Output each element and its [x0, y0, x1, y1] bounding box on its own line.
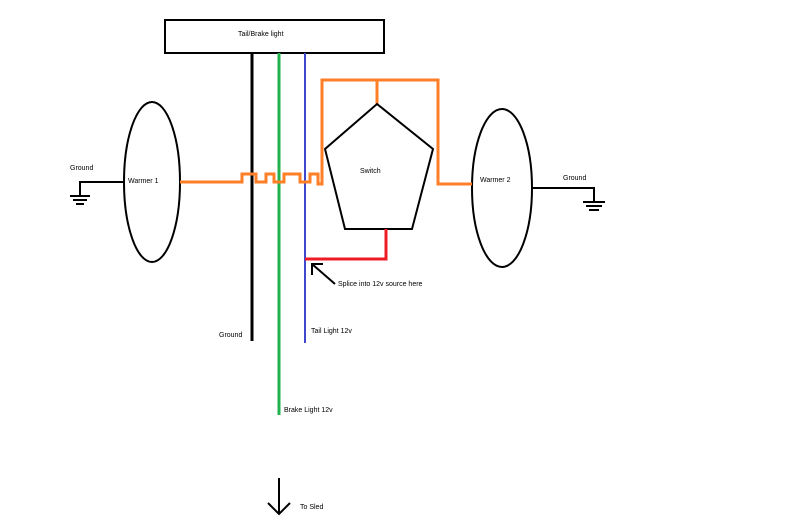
warmer-2: [471, 108, 533, 268]
tail-light-wire-label: Tail Light 12v: [311, 328, 352, 335]
ground-right-label: Ground: [563, 175, 586, 182]
to-sled-label: To Sled: [300, 504, 323, 511]
tail-brake-light-box: [164, 19, 385, 54]
warmer-2-label: Warmer 2: [480, 177, 511, 184]
brake-light-wire-label: Brake Light 12v: [284, 407, 333, 414]
to-sled-arrow: [267, 478, 291, 516]
ground-symbol-right: [532, 187, 605, 211]
tail-brake-light-label: Tail/Brake light: [238, 31, 284, 38]
splice-label: Splice into 12v source here: [338, 281, 423, 288]
splice-arrow: [311, 263, 336, 285]
ground-wire-label: Ground: [219, 332, 242, 339]
ground-left-label: Ground: [70, 165, 93, 172]
warmer-wire: [180, 78, 472, 186]
switch-label: Switch: [360, 168, 381, 175]
splice-wire: [305, 229, 388, 261]
switch: [323, 102, 435, 230]
warmer-1-label: Warmer 1: [128, 178, 159, 185]
ground-symbol-left: [70, 181, 124, 205]
